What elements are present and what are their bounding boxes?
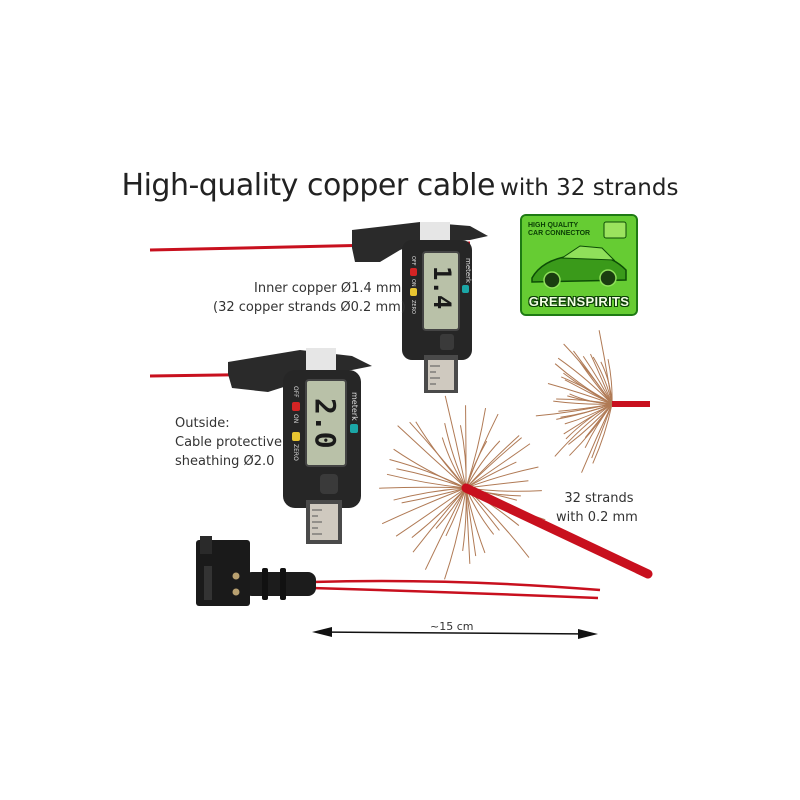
copper-strand	[547, 382, 613, 405]
cable-stripped	[461, 483, 653, 579]
caliper-bottom-zero-label: ZERO	[292, 444, 299, 461]
copper-strand	[560, 403, 613, 418]
caliper-bottom-on-label: ON	[292, 414, 299, 423]
copper-strand	[401, 487, 467, 504]
copper-strand	[411, 487, 467, 539]
inner-copper-label: Inner copper Ø1.4 mm	[254, 279, 401, 298]
copper-strand	[381, 487, 467, 525]
copper-strand	[592, 403, 613, 464]
caliper-top-on-label: ON	[410, 279, 416, 287]
outer-line1: Outside:	[175, 416, 230, 431]
title-sub: with 32 strands	[500, 175, 679, 201]
title-main: High-quality copper cable	[121, 168, 496, 203]
logo-line2: CAR CONNECTOR	[528, 230, 591, 237]
copper-strand	[393, 487, 467, 501]
caliper-bottom	[228, 348, 372, 544]
copper-strand	[568, 403, 613, 445]
logo-tagline: HIGH QUALITY CAR CONNECTOR	[528, 222, 590, 238]
outer-line2: Cable protective	[175, 435, 282, 450]
strands-label: 32 strands with 0.2 mm	[556, 489, 638, 527]
copper-strand	[465, 443, 531, 489]
copper-strand	[444, 487, 467, 580]
connector-plug	[196, 536, 601, 606]
copper-strand	[444, 423, 467, 489]
copper-strand	[569, 393, 613, 405]
copper-strand	[557, 357, 613, 405]
copper-strand	[465, 466, 539, 489]
copper-strands-small	[535, 330, 613, 473]
copper-strand	[535, 403, 613, 417]
copper-strand	[393, 448, 467, 489]
inner-strands-label: (32 copper strands Ø0.2 mm)	[213, 298, 406, 317]
copper-strand	[412, 487, 467, 553]
length-label: ~15 cm	[430, 620, 474, 633]
caliper-bottom-off-label: OFF	[292, 386, 299, 398]
strands-line1: 32 strands	[564, 491, 634, 506]
page-title: High-quality copper cable with 32 strand…	[0, 168, 800, 203]
copper-strand	[607, 359, 613, 405]
copper-strand	[590, 353, 613, 405]
copper-strand	[415, 421, 467, 489]
copper-strand	[564, 403, 613, 425]
caliper-top-off-label: OFF	[410, 256, 416, 266]
copper-strand	[569, 403, 613, 456]
copper-strand	[554, 403, 613, 457]
copper-strand	[462, 487, 467, 552]
caliper-bottom-brand: meterk	[350, 392, 359, 421]
copper-strand	[441, 437, 467, 489]
logo-brand-name: GREENSPIRITS	[528, 294, 630, 309]
caliper-top-reading: 1.4	[428, 266, 456, 309]
logo-line1: HIGH QUALITY	[528, 222, 579, 229]
copper-strand	[579, 361, 613, 405]
copper-strand	[598, 330, 613, 405]
copper-strand	[582, 355, 613, 405]
copper-strand	[465, 440, 501, 489]
outside-sheathing-label: Outside: Cable protective sheathing Ø2.0	[175, 414, 282, 471]
caliper-top	[352, 222, 488, 393]
length-arrow	[312, 627, 598, 639]
caliper-top-brand: meterk	[464, 258, 472, 284]
copper-strand	[397, 425, 467, 489]
copper-strand	[465, 437, 522, 489]
outer-line3: sheathing Ø2.0	[175, 454, 275, 469]
copper-strand	[386, 473, 467, 489]
copper-strand	[424, 487, 467, 570]
copper-strand	[444, 395, 467, 489]
copper-strand	[379, 486, 467, 489]
copper-strand	[554, 363, 613, 405]
inner-copper-line1: Inner copper Ø1.4 mm	[254, 281, 402, 296]
copper-strand	[465, 487, 477, 557]
copper-strand	[581, 403, 613, 473]
strands-line2: with 0.2 mm	[556, 510, 638, 525]
inner-copper-line2: (32 copper strands Ø0.2 mm)	[213, 300, 406, 315]
greenspirits-logo: HIGH QUALITY CAR CONNECTOR GREENSPIRITS	[520, 214, 638, 316]
caliper-bottom-reading: 2.0	[309, 398, 342, 449]
caliper-top-zero-label: ZERO	[410, 300, 416, 314]
copper-strand	[395, 487, 467, 537]
car-icon	[522, 216, 636, 314]
copper-strand	[459, 425, 467, 489]
